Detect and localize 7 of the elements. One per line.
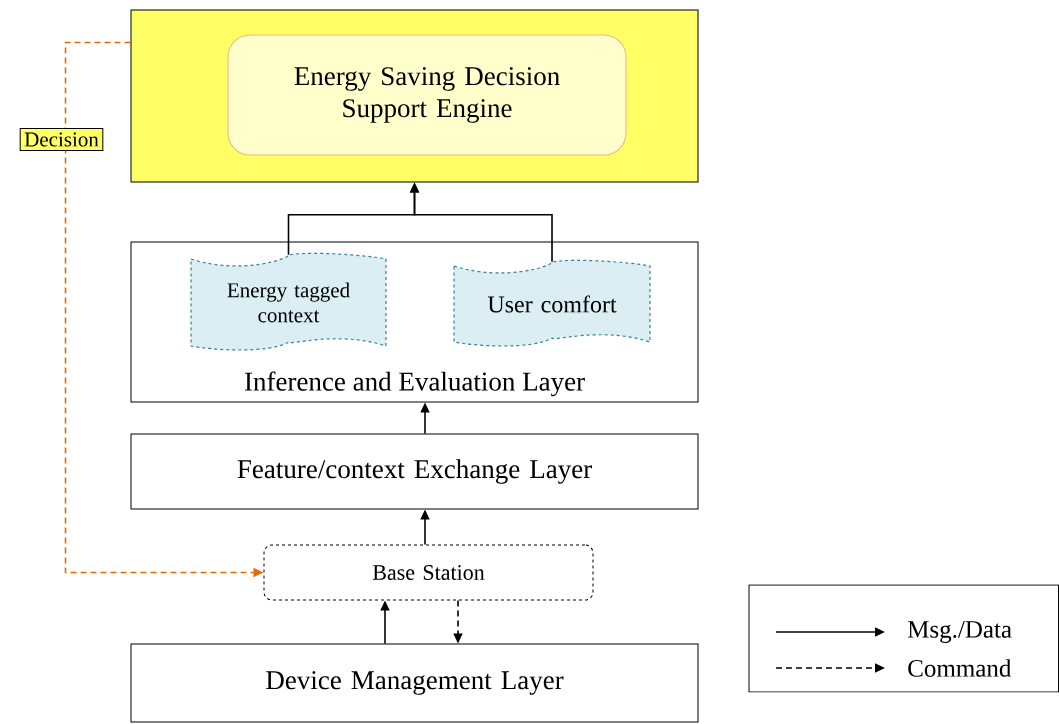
legend-text: Msg./Data (907, 621, 1012, 643)
rounded-box: Energy Saving Decision Support Engine (227, 34, 627, 156)
rounded-box: Base Station (263, 544, 594, 601)
layer-box: Device Management Layer (130, 643, 699, 723)
edge-label: Decision (19, 127, 104, 152)
layer-box: Feature/context Exchange Layer (130, 433, 699, 510)
legend-text: Command (908, 659, 1012, 677)
